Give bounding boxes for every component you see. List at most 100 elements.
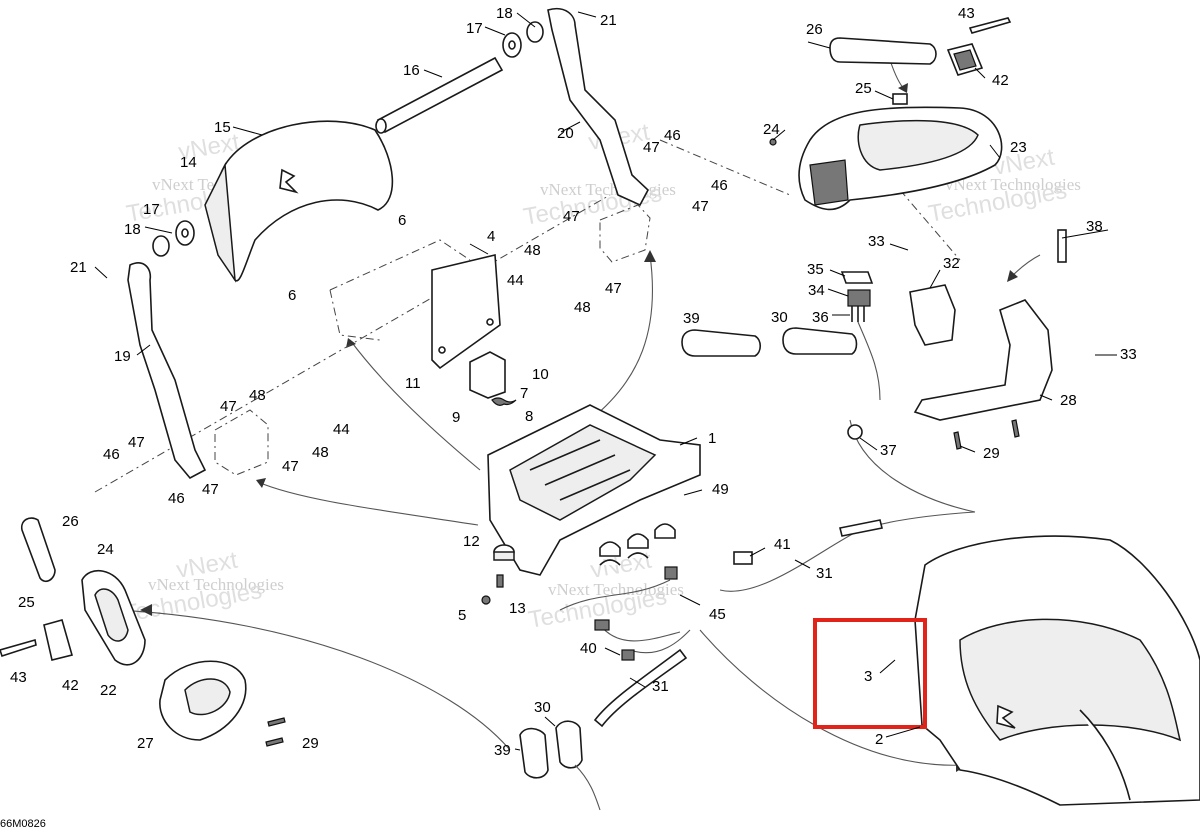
part-42-bezel-left (43, 619, 73, 661)
callout-14: 14 (180, 154, 197, 171)
callout-33a: 33 (868, 233, 885, 250)
washers-17-18-top (502, 21, 544, 58)
callout-25b: 25 (18, 594, 35, 611)
callout-26a: 26 (806, 21, 823, 38)
part-25-top (892, 93, 908, 105)
callout-25a: 25 (855, 80, 872, 97)
callout-48c: 48 (249, 387, 266, 404)
hinge-bracket-left (214, 409, 269, 476)
switch-assembly-34-35-36 (840, 271, 881, 401)
callout-15: 15 (214, 119, 231, 136)
callout-29a: 29 (983, 445, 1000, 462)
callout-30b: 30 (534, 699, 551, 716)
callout-46c: 46 (103, 446, 120, 463)
callout-48b: 48 (574, 299, 591, 316)
callout-48a: 48 (524, 242, 541, 259)
callout-29b: 29 (302, 735, 319, 752)
callout-46d: 46 (168, 490, 185, 507)
grip-30-bottom (555, 720, 601, 811)
callout-47a: 47 (643, 139, 660, 156)
callout-10: 10 (532, 366, 549, 383)
callout-47f: 47 (128, 434, 145, 451)
part-31-hose (593, 519, 883, 728)
callout-21b: 21 (70, 259, 87, 276)
callout-47d: 47 (605, 280, 622, 297)
callout-34: 34 (808, 282, 825, 299)
grip-30-top (782, 327, 858, 355)
part-42-bezel-top (946, 43, 984, 76)
callout-31b: 31 (652, 678, 669, 695)
callout-4: 4 (487, 228, 495, 245)
watermark-text: vNext Technologies (148, 575, 284, 594)
callout-22: 22 (100, 682, 117, 699)
callout-44b: 44 (333, 421, 350, 438)
part-26-grip-top (829, 37, 937, 65)
leader-lines (94, 11, 1117, 751)
callout-47e: 47 (220, 398, 237, 415)
callout-11: 11 (405, 375, 421, 392)
callout-18a: 18 (496, 5, 513, 22)
hinge-bracket-right (599, 204, 651, 263)
part-49-clamps (599, 523, 676, 566)
callout-3: 3 (864, 668, 872, 685)
watermark-text: vNext Technologies (945, 175, 1081, 194)
part-19-left-arm (127, 262, 207, 480)
callout-12: 12 (463, 533, 480, 550)
callout-16: 16 (403, 62, 420, 79)
callout-30a: 30 (771, 309, 788, 326)
callout-labels: 1 2 3 4 5 6 6 7 8 9 10 11 12 13 14 15 16… (10, 5, 1137, 759)
part-23-handle-grip (798, 106, 1003, 211)
part-28-guard (913, 299, 1053, 421)
callout-21a: 21 (600, 12, 617, 29)
callout-47b: 47 (692, 198, 709, 215)
callout-28: 28 (1060, 392, 1077, 409)
callout-6a: 6 (398, 212, 406, 229)
callout-13: 13 (509, 600, 526, 617)
callout-32: 32 (943, 255, 960, 272)
washers-17-18-left (152, 220, 195, 257)
callout-8: 8 (525, 408, 533, 425)
callout-20: 20 (557, 125, 574, 142)
part-22-handle-left (81, 569, 146, 666)
callout-7: 7 (520, 385, 528, 402)
part-13-screw (496, 574, 504, 588)
part-26-grip-left (20, 517, 56, 582)
part-8-spring (491, 397, 517, 406)
callout-47g: 47 (282, 458, 299, 475)
callout-40: 40 (580, 640, 597, 657)
callout-35: 35 (807, 261, 824, 278)
part-4-plate (329, 239, 501, 370)
callout-24b: 24 (97, 541, 114, 558)
watermark-text: vNext Technologies (548, 580, 684, 599)
callout-36: 36 (812, 309, 829, 326)
callout-6b: 6 (288, 287, 296, 304)
callout-45: 45 (709, 606, 726, 623)
part-24-top (769, 138, 777, 146)
callout-39b: 39 (494, 742, 511, 759)
callout-42a: 42 (992, 72, 1009, 89)
part-7-bracket (469, 351, 506, 399)
callout-33b: 33 (1120, 346, 1137, 363)
callout-46b: 46 (711, 177, 728, 194)
callout-26b: 26 (62, 513, 79, 530)
part-43-screw-left (0, 638, 37, 658)
screws-29-left (265, 717, 286, 747)
callout-18b: 18 (124, 221, 141, 238)
callout-2: 2 (875, 731, 883, 748)
part-32-bracket (909, 284, 956, 346)
callout-38: 38 (1086, 218, 1103, 235)
callout-24a: 24 (763, 121, 780, 138)
part-38-clip (1057, 229, 1067, 263)
screws-29-right (953, 419, 1020, 450)
callout-47c: 47 (563, 208, 580, 225)
callout-41: 41 (774, 536, 791, 553)
callout-48d: 48 (312, 444, 329, 461)
callout-39a: 39 (683, 310, 700, 327)
callout-31a: 31 (816, 565, 833, 582)
callout-19: 19 (114, 348, 131, 365)
callout-47h: 47 (202, 481, 219, 498)
callout-1: 1 (708, 430, 716, 447)
callout-42b: 42 (62, 677, 79, 694)
